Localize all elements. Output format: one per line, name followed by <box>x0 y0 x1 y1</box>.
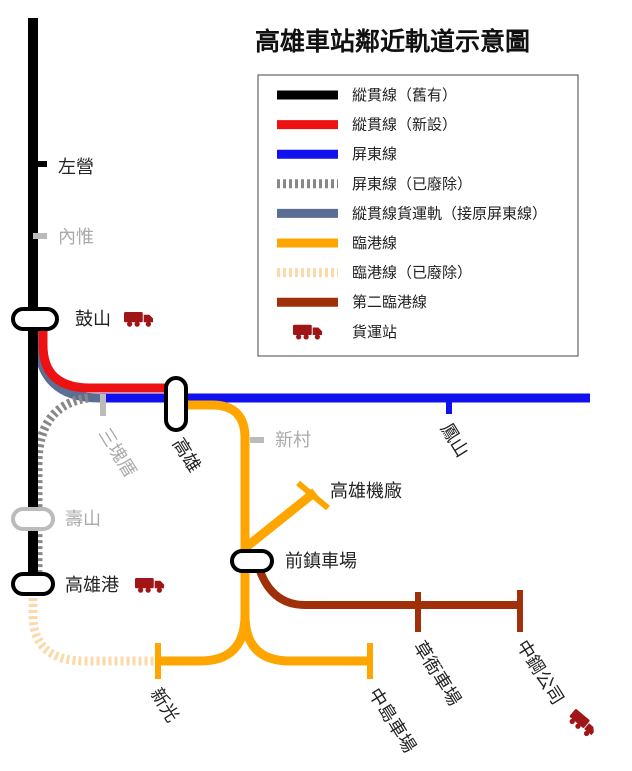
station-depot: 高雄機廠 <box>330 480 402 502</box>
interchange-gushan[interactable] <box>11 307 59 331</box>
station-caoya: 草衙車場 <box>409 638 465 710</box>
legend-item: 縱貫線（舊有） <box>277 86 457 104</box>
station-xincun: 新村 <box>275 430 311 451</box>
legend-label: 貨運站 <box>352 323 397 341</box>
legend-item: 屏東線（已廢除） <box>277 175 472 193</box>
legend-item: 臨港線（已廢除） <box>277 264 472 282</box>
tick-neiwei <box>33 233 47 239</box>
interchange-kaohsiung[interactable] <box>164 376 188 432</box>
station-gushan: 鼓山 <box>75 309 111 330</box>
harbor-line-end-depot <box>296 480 330 511</box>
freight-truck-icon <box>566 708 599 739</box>
diagram-title: 高雄車站鄰近軌道示意圖 <box>255 27 530 56</box>
freight-truck-icon <box>135 577 165 593</box>
freight-truck-icon <box>124 311 154 327</box>
legend-label: 縱貫線（新設） <box>352 116 457 134</box>
tick-zuoying <box>33 161 47 167</box>
legend-item: 縱貫線貨運軌（接原屏東線） <box>277 204 547 222</box>
interchange-kaohsiung-port[interactable] <box>11 572 55 596</box>
interchange-qianzhen[interactable] <box>230 549 274 573</box>
legend-label: 屏東線（已廢除） <box>352 175 472 193</box>
station-kaohsiung: 高雄 <box>168 435 205 477</box>
station-shoushan: 壽山 <box>65 509 101 530</box>
station-kaohsiung-port: 高雄港 <box>65 575 119 596</box>
station-xinguang: 新光 <box>146 685 183 727</box>
legend-label: 臨港線（已廢除） <box>352 264 472 282</box>
tick-xincun <box>250 437 264 443</box>
legend-item: 貨運站 <box>293 323 397 341</box>
harbor-line <box>158 400 370 666</box>
abandoned-pingtung-line <box>33 393 89 575</box>
station-qianzhen: 前鎮車場 <box>285 551 357 572</box>
new-trunk-line <box>38 325 177 393</box>
legend-label: 臨港線 <box>352 234 397 252</box>
legend-label: 第二臨港線 <box>352 293 427 311</box>
tick-sankuaicuo <box>100 394 106 416</box>
station-fengshan: 鳳山 <box>436 420 473 462</box>
legend-item: 第二臨港線 <box>277 293 427 311</box>
station-sankuaicuo: 三塊厝 <box>94 425 140 482</box>
legend-label: 縱貫線（舊有） <box>352 86 457 104</box>
station-neiwei: 內惟 <box>58 227 94 248</box>
tick-fengshan <box>446 394 452 414</box>
second-harbor-line <box>254 563 520 609</box>
legend-item: 屏東線 <box>277 145 397 163</box>
abandoned-harbor-line <box>28 592 158 666</box>
interchange-shoushan[interactable] <box>11 507 55 531</box>
legend-label: 縱貫線貨運軌（接原屏東線） <box>352 204 547 222</box>
legend-item: 縱貫線（新設） <box>277 116 457 134</box>
station-china-steel: 中鋼公司 <box>512 637 568 709</box>
station-zhongdao: 中島車場 <box>364 685 420 757</box>
legend-label: 屏東線 <box>352 145 397 163</box>
station-zuoying: 左營 <box>58 157 94 178</box>
legend-item: 臨港線 <box>277 234 397 252</box>
